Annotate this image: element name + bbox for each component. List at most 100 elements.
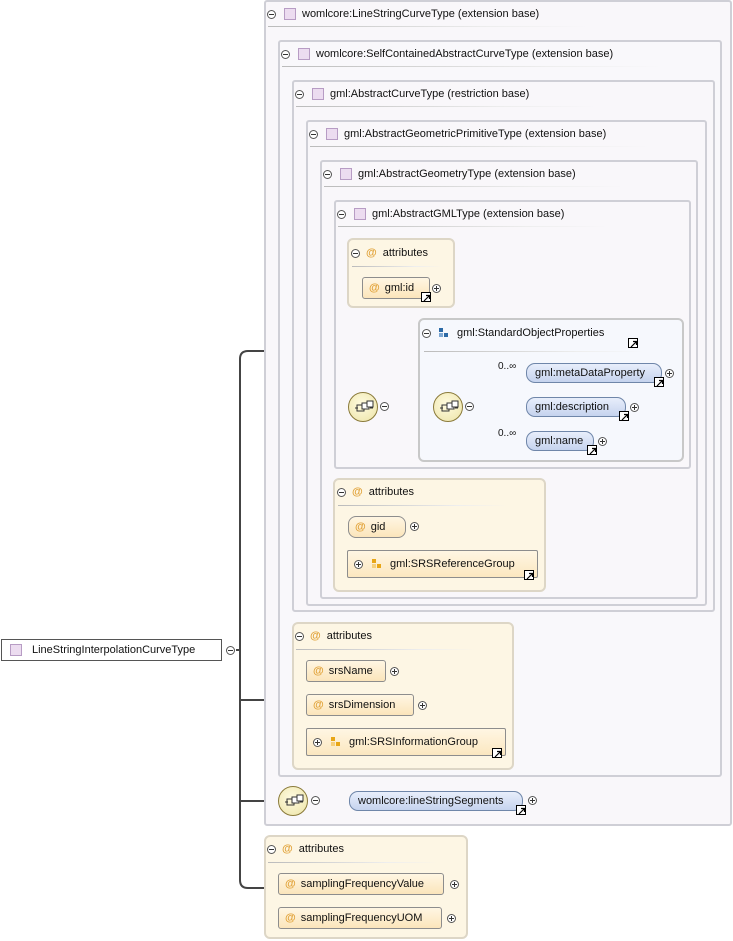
element-linestringsegments[interactable]: womlcore:lineStringSegments	[349, 791, 523, 811]
attribute-srsname[interactable]: @ srsName	[306, 660, 386, 682]
attribute-gid[interactable]: @ gid	[348, 516, 406, 538]
sequence-icon[interactable]	[278, 786, 308, 816]
link-arrow-icon[interactable]	[516, 805, 526, 815]
root-type[interactable]: LineStringInterpolationCurveType	[1, 639, 222, 661]
sequence-icon[interactable]	[433, 392, 463, 422]
link-arrow-icon[interactable]	[628, 338, 638, 348]
collapse-icon[interactable]	[337, 209, 346, 219]
complex-type-icon	[284, 8, 296, 20]
attribute-icon: @	[313, 699, 324, 711]
complex-type-icon	[312, 88, 324, 100]
link-arrow-icon[interactable]	[654, 377, 664, 387]
expand-icon[interactable]	[390, 667, 399, 676]
attributes-title: attributes	[326, 630, 372, 642]
collapse-icon[interactable]	[267, 9, 276, 19]
element-name[interactable]: gml:name	[526, 431, 594, 451]
attributes-header: @ attributes	[351, 245, 428, 261]
collapse-icon[interactable]	[295, 631, 304, 641]
collapse-icon[interactable]	[323, 169, 332, 179]
expand-icon[interactable]	[432, 284, 441, 293]
cardinality-label: 0..∞	[498, 361, 517, 372]
attributes-title: attributes	[298, 843, 344, 855]
collapse-icon[interactable]	[422, 328, 431, 338]
element-label: gml:metaDataProperty	[535, 367, 646, 379]
group-header: gml:StandardObjectProperties	[422, 325, 604, 341]
type-header-3: gml:AbstractCurveType (restriction base)	[295, 86, 529, 102]
complex-type-icon	[354, 208, 366, 220]
collapse-icon[interactable]	[351, 248, 360, 258]
collapse-icon[interactable]	[309, 129, 318, 139]
attribute-icon: @	[369, 282, 380, 294]
cardinality-label: 0..∞	[498, 428, 517, 439]
attributes-header: @ attributes	[337, 484, 414, 500]
attribute-gml-id[interactable]: @ gml:id	[362, 277, 430, 299]
type-header-5: gml:AbstractGeometryType (extension base…	[323, 166, 576, 182]
complex-type-icon	[340, 168, 352, 180]
attribute-group-srsinformation[interactable]: gml:SRSInformationGroup	[306, 728, 506, 756]
attribute-label: srsName	[328, 665, 373, 677]
attributes-title: attributes	[382, 247, 428, 259]
attribute-label: gml:id	[384, 282, 415, 294]
element-label: gml:name	[535, 435, 584, 447]
attribute-samplingfrequencyuom[interactable]: @ samplingFrequencyUOM	[278, 907, 442, 929]
attribute-group-label: gml:SRSInformationGroup	[349, 736, 478, 748]
collapse-icon[interactable]	[281, 49, 290, 59]
attribute-label: samplingFrequencyValue	[300, 878, 425, 890]
type-label: gml:AbstractGeometricPrimitiveType (exte…	[344, 128, 607, 140]
sequence-icon[interactable]	[348, 392, 378, 422]
attribute-group-srsreference[interactable]: gml:SRSReferenceGroup	[347, 550, 538, 578]
type-label: gml:AbstractGeometryType (extension base…	[358, 168, 576, 180]
expand-icon[interactable]	[665, 369, 674, 378]
expand-icon[interactable]	[418, 701, 427, 710]
group-icon	[439, 328, 449, 338]
collapse-icon[interactable]	[465, 402, 474, 411]
expand-icon[interactable]	[354, 559, 363, 569]
collapse-icon[interactable]	[380, 402, 389, 411]
link-arrow-icon[interactable]	[587, 445, 597, 455]
group-label: gml:StandardObjectProperties	[457, 327, 605, 339]
attribute-icon: @	[285, 878, 296, 890]
attribute-group-icon	[331, 737, 341, 747]
type-header-2: womlcore:SelfContainedAbstractCurveType …	[281, 46, 613, 62]
attribute-icon: @	[313, 665, 324, 677]
type-header-4: gml:AbstractGeometricPrimitiveType (exte…	[309, 126, 606, 142]
type-header-6: gml:AbstractGMLType (extension base)	[337, 206, 564, 222]
collapse-icon[interactable]	[295, 89, 304, 99]
type-label: gml:AbstractCurveType (restriction base)	[330, 88, 530, 100]
type-header-1: womlcore:LineStringCurveType (extension …	[267, 6, 539, 22]
collapse-icon[interactable]	[337, 487, 346, 497]
attribute-label: gid	[370, 521, 386, 533]
link-arrow-icon[interactable]	[492, 748, 502, 758]
attribute-srsdimension[interactable]: @ srsDimension	[306, 694, 414, 716]
expand-icon[interactable]	[528, 796, 537, 805]
type-label: gml:AbstractGMLType (extension base)	[372, 208, 565, 220]
complex-type-icon	[326, 128, 338, 140]
expand-icon[interactable]	[450, 880, 459, 889]
attribute-icon: @	[366, 247, 377, 259]
expand-icon[interactable]	[598, 437, 607, 446]
expand-icon[interactable]	[447, 914, 456, 923]
element-label: womlcore:lineStringSegments	[358, 795, 504, 807]
expand-icon[interactable]	[410, 522, 419, 531]
type-label: womlcore:LineStringCurveType (extension …	[302, 8, 540, 20]
attribute-icon: @	[285, 912, 296, 924]
attribute-group-icon	[372, 559, 382, 569]
expand-icon[interactable]	[630, 403, 639, 412]
root-type-label: LineStringInterpolationCurveType	[32, 644, 196, 656]
element-label: gml:description	[535, 401, 609, 413]
complex-type-icon	[298, 48, 310, 60]
type-label: womlcore:SelfContainedAbstractCurveType …	[316, 48, 614, 60]
collapse-icon[interactable]	[311, 796, 320, 805]
complex-type-icon	[10, 644, 22, 656]
expand-icon[interactable]	[313, 737, 322, 747]
attribute-label: srsDimension	[328, 699, 396, 711]
collapse-icon[interactable]	[267, 844, 276, 854]
collapse-icon[interactable]	[226, 646, 235, 655]
link-arrow-icon[interactable]	[524, 570, 534, 580]
link-arrow-icon[interactable]	[619, 411, 629, 421]
element-description[interactable]: gml:description	[526, 397, 626, 417]
attribute-samplingfrequencyvalue[interactable]: @ samplingFrequencyValue	[278, 873, 444, 895]
attribute-icon: @	[355, 521, 366, 533]
element-metadataproperty[interactable]: gml:metaDataProperty	[526, 363, 662, 383]
link-arrow-icon[interactable]	[421, 292, 431, 302]
